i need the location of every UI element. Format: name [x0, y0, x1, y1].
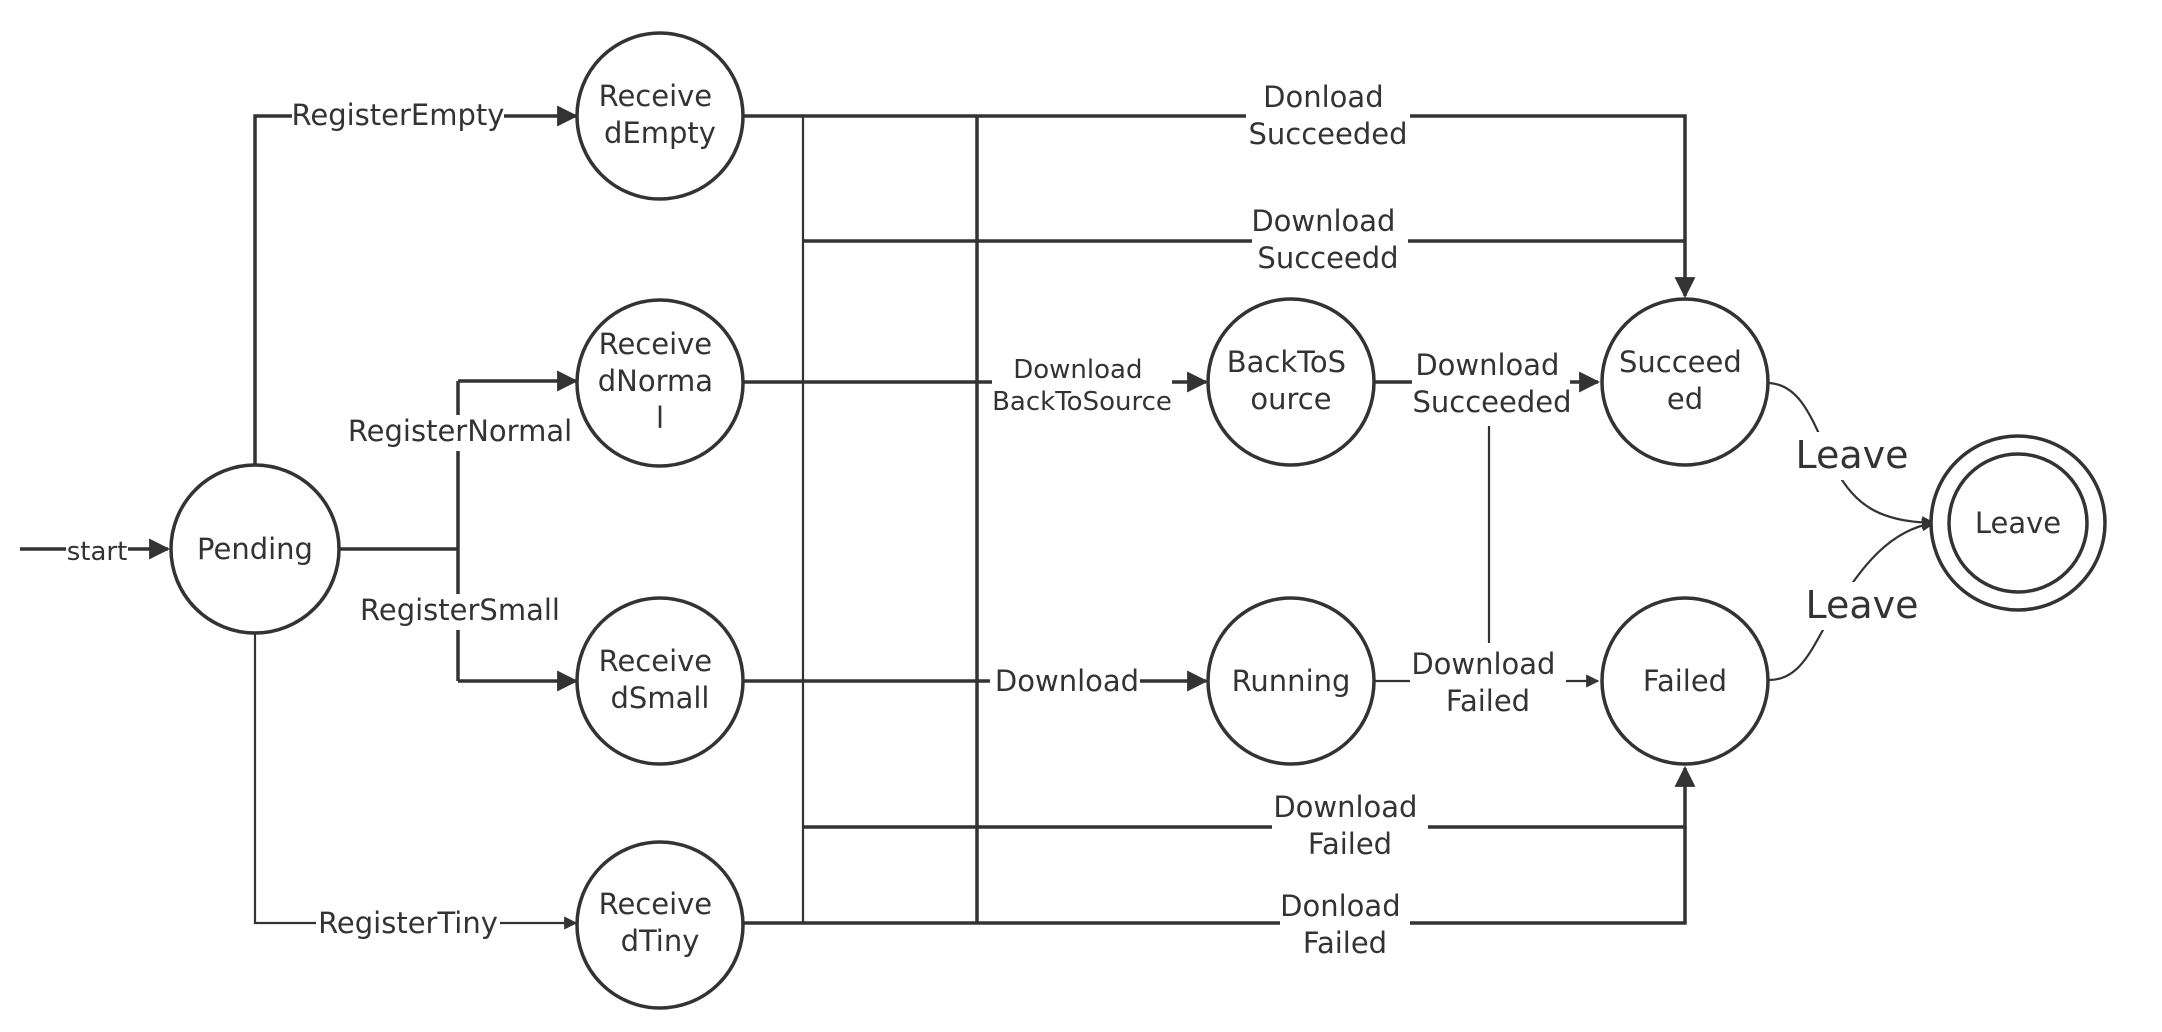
edge-label-tiny-failed: Donload Failed: [1280, 889, 1410, 960]
edge-label-register-small: RegisterSmall: [360, 593, 560, 627]
edge-label-empty-succeeded: Donload Succeeded: [1248, 80, 1407, 151]
edge-label-succeeded-leave: Leave: [1795, 433, 1908, 477]
node-received-small-label: Receive dSmall: [599, 644, 722, 715]
node-received-tiny: Receive dTiny: [575, 840, 745, 1010]
node-succeeded-label: Succeed ed: [1619, 345, 1751, 416]
edge-label-small-running: Download: [995, 664, 1139, 698]
node-leave-final: Leave: [1929, 434, 2107, 612]
edge-label-failed-leave: Leave: [1805, 583, 1918, 627]
node-running: Running: [1206, 596, 1376, 766]
edge-label-backtosource-succeeded: Download Succeeded: [1412, 348, 1571, 419]
node-received-normal: Receive dNorma l: [575, 298, 745, 468]
edge-register-tiny-line: [253, 634, 578, 930]
nodes: Pending Receive dEmpty Receive dNorma l …: [169, 31, 2107, 1010]
node-received-tiny-label: Receive dTiny: [599, 887, 722, 958]
edge-label-register-normal: RegisterNormal: [348, 414, 572, 448]
node-running-label: Running: [1232, 664, 1351, 698]
edge-label-register-tiny: RegisterTiny: [318, 906, 498, 940]
node-received-small: Receive dSmall: [575, 596, 745, 766]
node-failed: Failed: [1600, 596, 1770, 766]
node-received-empty: Receive dEmpty: [575, 31, 745, 201]
edge-label-normal-backtosource: Download BackToSource: [992, 355, 1172, 417]
node-failed-label: Failed: [1643, 664, 1727, 698]
node-received-normal-label: Receive dNorma l: [598, 327, 723, 435]
node-pending-label: Pending: [197, 532, 313, 566]
edge-label-bus-succeeded: Download Succeedd: [1251, 204, 1404, 275]
edge-label-register-empty: RegisterEmpty: [292, 98, 505, 132]
node-pending: Pending: [169, 463, 341, 635]
node-back-to-source: BackToS ource: [1206, 297, 1376, 467]
edge-label-start: start: [67, 537, 128, 567]
edge-label-running-failed: Download Failed: [1411, 647, 1564, 718]
edge-bus-failed-line: [803, 765, 1696, 829]
node-back-to-source-label: BackToS ource: [1227, 345, 1356, 416]
edge-empty-succeeded-line: [744, 114, 1696, 299]
edge-labels: start RegisterEmpty RegisterNormal Regis…: [66, 80, 1919, 963]
node-leave-label: Leave: [1975, 506, 2061, 540]
edge-label-bus-failed: Download Failed: [1273, 790, 1426, 861]
node-received-empty-label: Receive dEmpty: [599, 79, 722, 150]
node-succeeded: Succeed ed: [1600, 297, 1770, 467]
edge-tiny-failed-line: [744, 827, 1687, 925]
